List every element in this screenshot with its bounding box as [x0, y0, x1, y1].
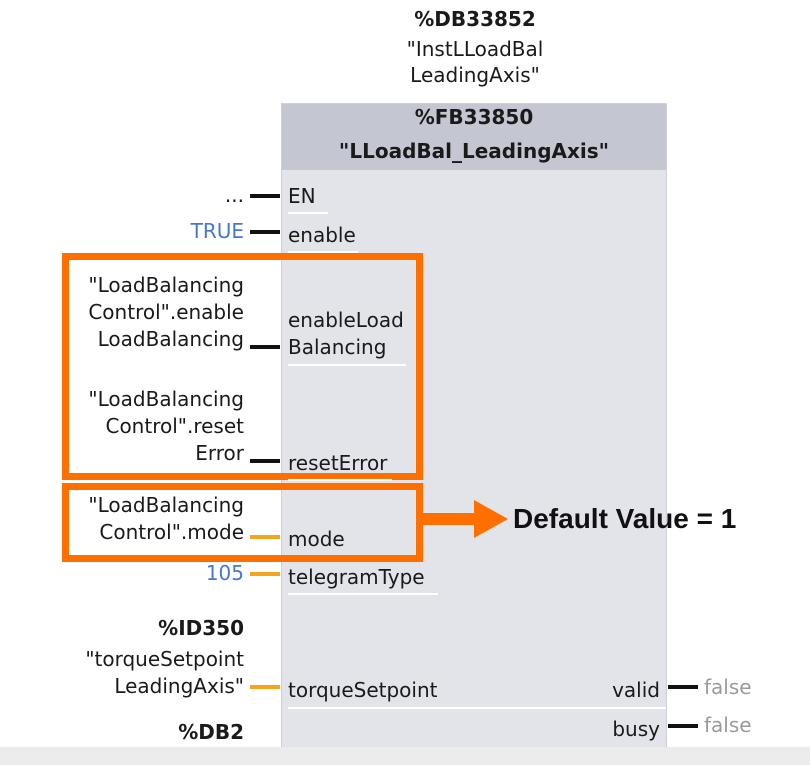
pin-enable-underline — [288, 251, 358, 253]
torque-setpoint-address: %ID350 — [158, 616, 244, 640]
arrow-head-icon — [474, 500, 508, 538]
db2-address: %DB2 — [178, 720, 244, 744]
highlight-box-inputs — [62, 253, 423, 480]
pin-en-underline — [288, 212, 328, 214]
enable-value[interactable]: TRUE — [190, 219, 244, 243]
busy-value[interactable]: false — [704, 713, 752, 737]
enable-load-balancing-value-line2[interactable]: Control".enable — [88, 300, 244, 324]
pin-enable[interactable]: enable — [288, 223, 356, 247]
instance-db-address: %DB33852 — [414, 7, 536, 31]
instance-db-name-line2: LeadingAxis" — [410, 63, 540, 87]
enable-load-balancing-wire — [250, 345, 280, 349]
en-wire — [250, 194, 280, 198]
function-block-body[interactable] — [281, 103, 667, 765]
torque-setpoint-wire — [250, 685, 280, 689]
function-block-address: %FB33850 — [414, 105, 534, 129]
pin-enable-load-balancing-line2[interactable]: Balancing — [288, 335, 387, 359]
telegram-type-wire — [250, 572, 280, 576]
function-block-header[interactable] — [282, 104, 666, 170]
reset-error-value-line2[interactable]: Control".reset — [105, 414, 244, 438]
pin-torque-setpoint-underline — [288, 707, 666, 709]
mode-value-line2[interactable]: Control".mode — [99, 520, 244, 544]
instance-db-name-line1: "InstLLoadBal — [406, 37, 544, 61]
mode-wire — [250, 535, 280, 539]
function-block-name: "LLoadBal_LeadingAxis" — [338, 139, 610, 163]
reset-error-wire — [250, 459, 280, 463]
telegram-type-value[interactable]: 105 — [205, 561, 244, 585]
reset-error-value-line3[interactable]: Error — [195, 441, 244, 465]
torque-setpoint-value-line1[interactable]: "torqueSetpoint — [85, 647, 244, 671]
pin-mode[interactable]: mode — [288, 527, 345, 551]
pin-enable-load-balancing-line1[interactable]: enableLoad — [288, 308, 404, 332]
pin-valid[interactable]: valid — [612, 678, 660, 702]
enable-load-balancing-value-line1[interactable]: "LoadBalancing — [88, 273, 244, 297]
pin-telegram-type[interactable]: telegramType — [288, 565, 425, 589]
bottom-scroll-bar[interactable] — [0, 747, 810, 765]
pin-torque-setpoint[interactable]: torqueSetpoint — [288, 678, 438, 702]
highlight-box-mode — [62, 483, 423, 562]
default-value-annotation: Default Value = 1 — [513, 503, 737, 534]
valid-value[interactable]: false — [704, 675, 752, 699]
enable-load-balancing-value-line3[interactable]: LoadBalancing — [97, 327, 244, 351]
pin-en[interactable]: EN — [288, 184, 316, 208]
arrow-shaft — [423, 513, 478, 525]
en-value: ... — [224, 183, 244, 207]
enable-wire — [250, 230, 280, 234]
reset-error-value-line1[interactable]: "LoadBalancing — [88, 387, 244, 411]
valid-wire — [668, 685, 698, 689]
busy-wire — [668, 724, 698, 728]
pin-reset-error[interactable]: resetError — [288, 451, 388, 475]
pin-enable-load-balancing-underline — [288, 364, 406, 366]
pin-busy[interactable]: busy — [612, 717, 660, 741]
mode-value-line1[interactable]: "LoadBalancing — [88, 493, 244, 517]
torque-setpoint-value-line2[interactable]: LeadingAxis" — [114, 674, 244, 698]
pin-telegram-type-underline — [288, 593, 438, 595]
pin-reset-error-underline — [288, 479, 392, 481]
